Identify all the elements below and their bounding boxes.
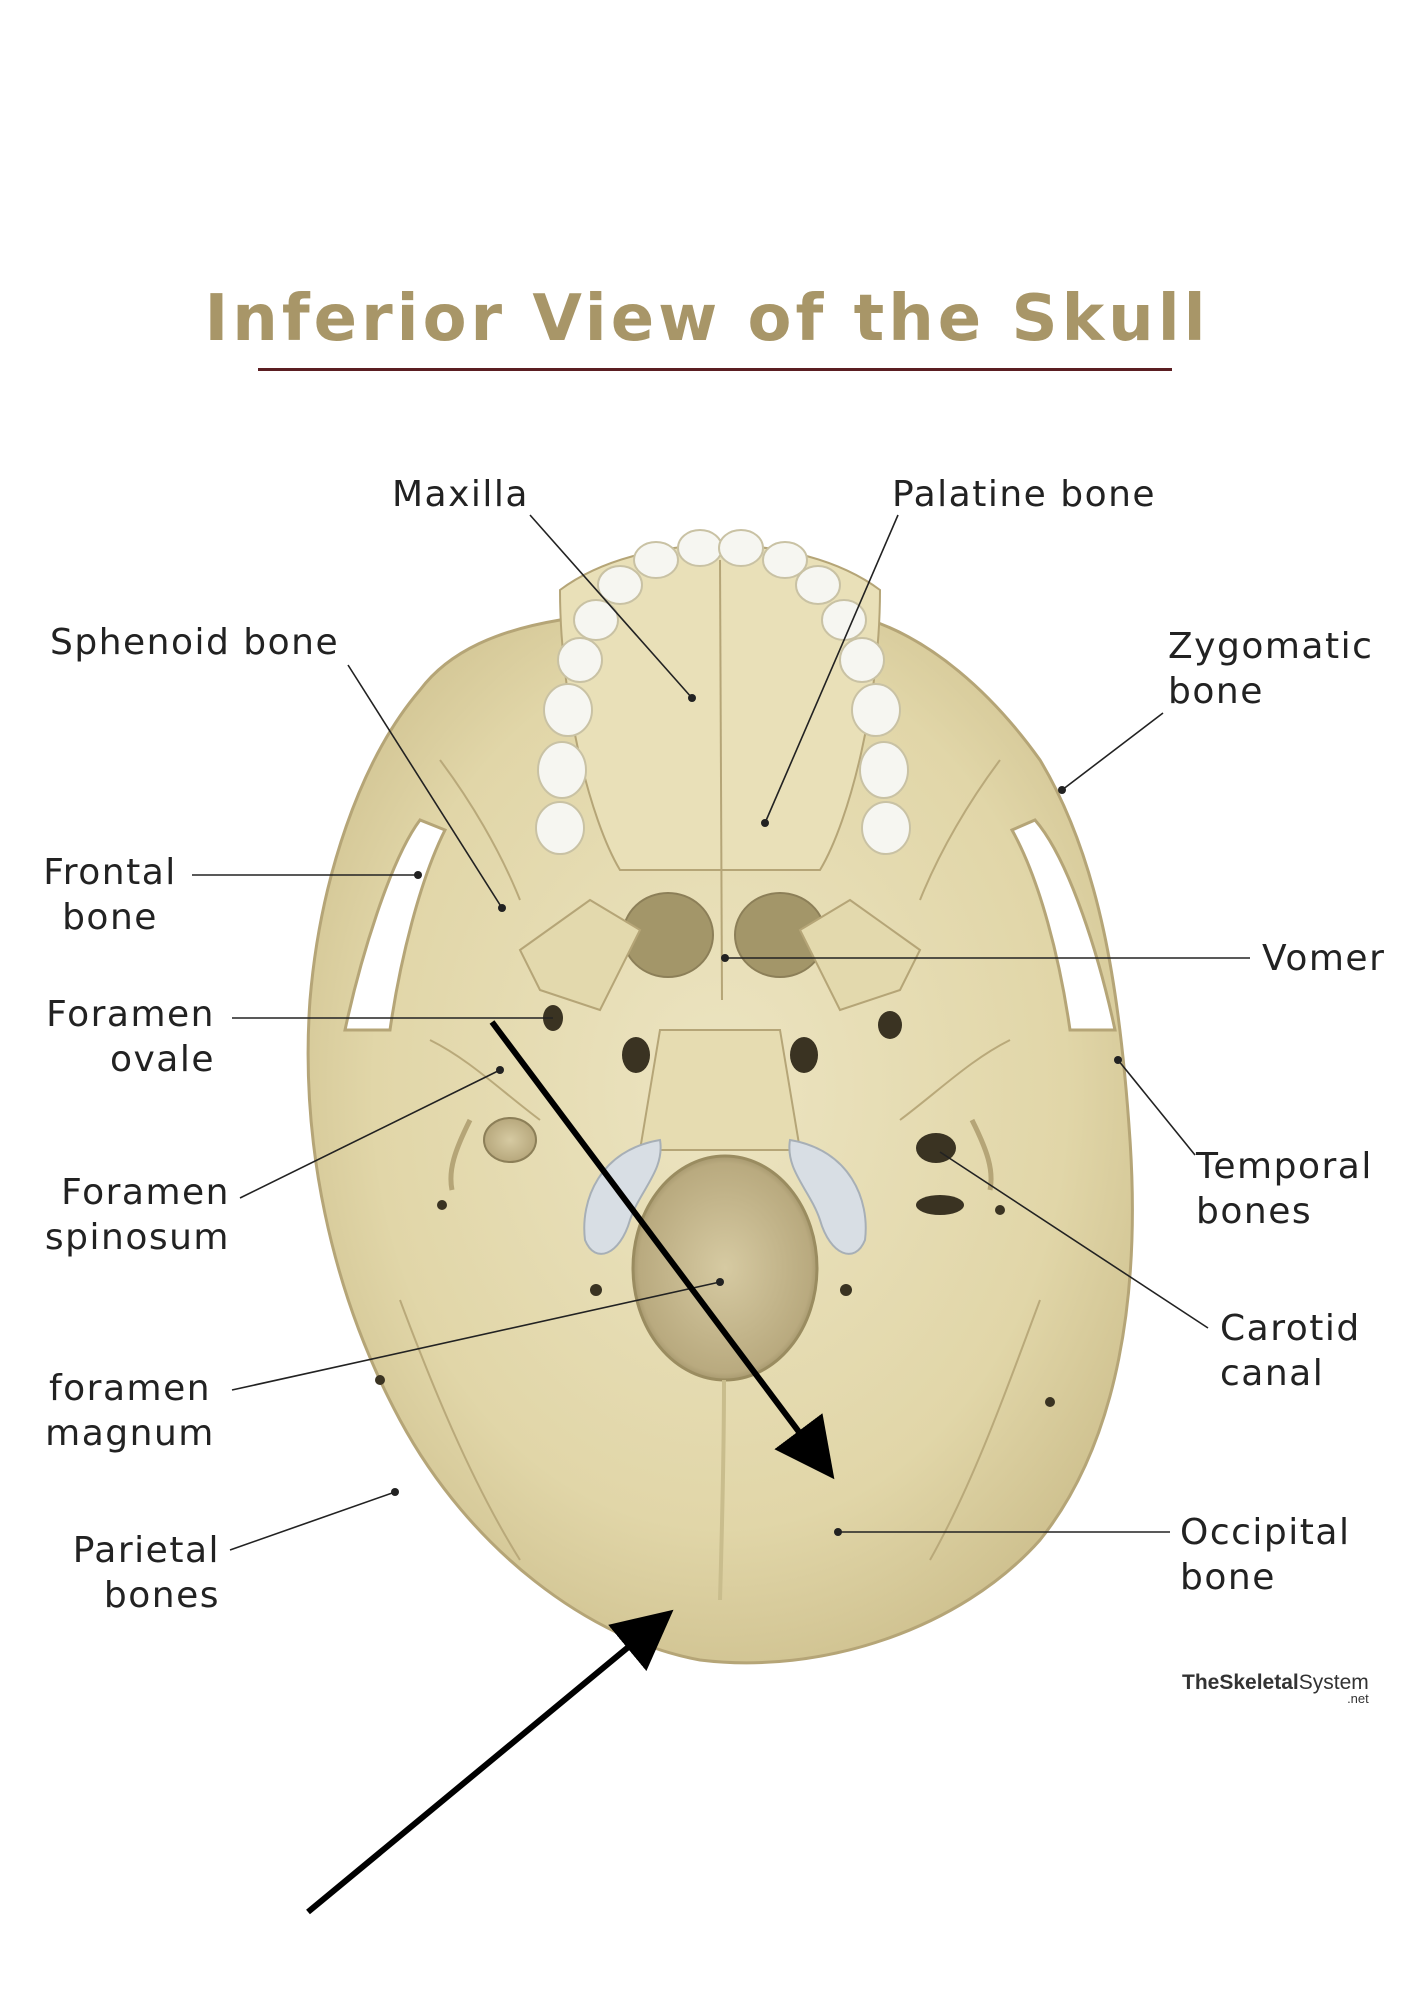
right-pterygoid [798, 898, 922, 1012]
left-styloid [448, 1118, 473, 1191]
leader-zygomatic [1061, 712, 1164, 791]
label-parietal-line2: bones [103, 1575, 220, 1616]
leader-endpoints [391, 694, 1122, 1536]
label-vomer: Vomer [1262, 938, 1386, 979]
leader-parietal [229, 1491, 396, 1551]
leader-spinosum [239, 1069, 501, 1199]
watermark-regular: System [1298, 1671, 1369, 1694]
teeth [535, 529, 911, 855]
basilar-occipital [638, 1029, 802, 1151]
label-magnum-line2: magnum [45, 1413, 215, 1454]
label-frontal-line1: Frontal [43, 852, 177, 893]
label-occipital-line1: Occipital [1180, 1512, 1351, 1553]
annotation-arrow-up [306, 1609, 674, 1915]
leader-carotid [939, 1151, 1209, 1329]
right-zygomatic-arch [1009, 818, 1117, 1032]
right-occipital-condyle [788, 1138, 867, 1255]
watermark-suffix: .net [1347, 1691, 1369, 1706]
occipital-crest [718, 1379, 726, 1601]
label-zygomatic-line2: bone [1168, 671, 1264, 712]
left-foramen-lacerum [622, 1037, 650, 1073]
leader-sphenoid [347, 664, 503, 909]
leader-lines [192, 514, 1250, 1551]
label-spinosum-line1: Foramen [61, 1172, 230, 1213]
left-ear-canal [483, 1117, 537, 1163]
label-palatine-bone: Palatine bone [892, 474, 1157, 515]
label-parietal-line1: Parietal [72, 1530, 220, 1571]
left-pterygoid [518, 898, 642, 1012]
watermark-bold: TheSkeletal [1182, 1671, 1299, 1694]
label-sphenoid-bone: Sphenoid bone [50, 622, 340, 663]
label-frontal-line2: bone [62, 897, 158, 938]
label-maxilla: Maxilla [392, 474, 529, 515]
right-foramen-ovale [878, 1011, 902, 1039]
label-ovale-line2: ovale [109, 1039, 215, 1080]
sutures [399, 759, 1041, 1561]
label-magnum-line1: foramen [48, 1368, 212, 1409]
right-jugular [916, 1195, 964, 1215]
watermark: TheSkeletalSystem .net [1182, 1671, 1369, 1706]
label-temporal-line1: Temporal [1196, 1146, 1373, 1187]
palatine-suture [719, 559, 723, 1001]
label-carotid-line2: canal [1220, 1353, 1325, 1394]
label-zygomatic-line1: Zygomatic [1168, 626, 1374, 667]
leader-palatine [764, 514, 899, 824]
diagram-title: Inferior View of the Skull [204, 282, 1210, 356]
label-temporal-line2: bones [1196, 1191, 1313, 1232]
foramen-magnum [631, 1154, 819, 1382]
leader-temporal [1117, 1059, 1196, 1156]
label-carotid-line1: Carotid [1220, 1308, 1361, 1349]
annotation-arrow-down [489, 1020, 835, 1480]
label-occipital-line2: bone [1180, 1557, 1276, 1598]
leader-maxilla [529, 514, 693, 699]
leader-magnum [231, 1281, 721, 1391]
right-foramen-lacerum [790, 1037, 818, 1073]
label-spinosum-line2: spinosum [44, 1217, 230, 1258]
title-underline [258, 368, 1172, 371]
label-ovale-line1: Foramen [46, 994, 215, 1035]
